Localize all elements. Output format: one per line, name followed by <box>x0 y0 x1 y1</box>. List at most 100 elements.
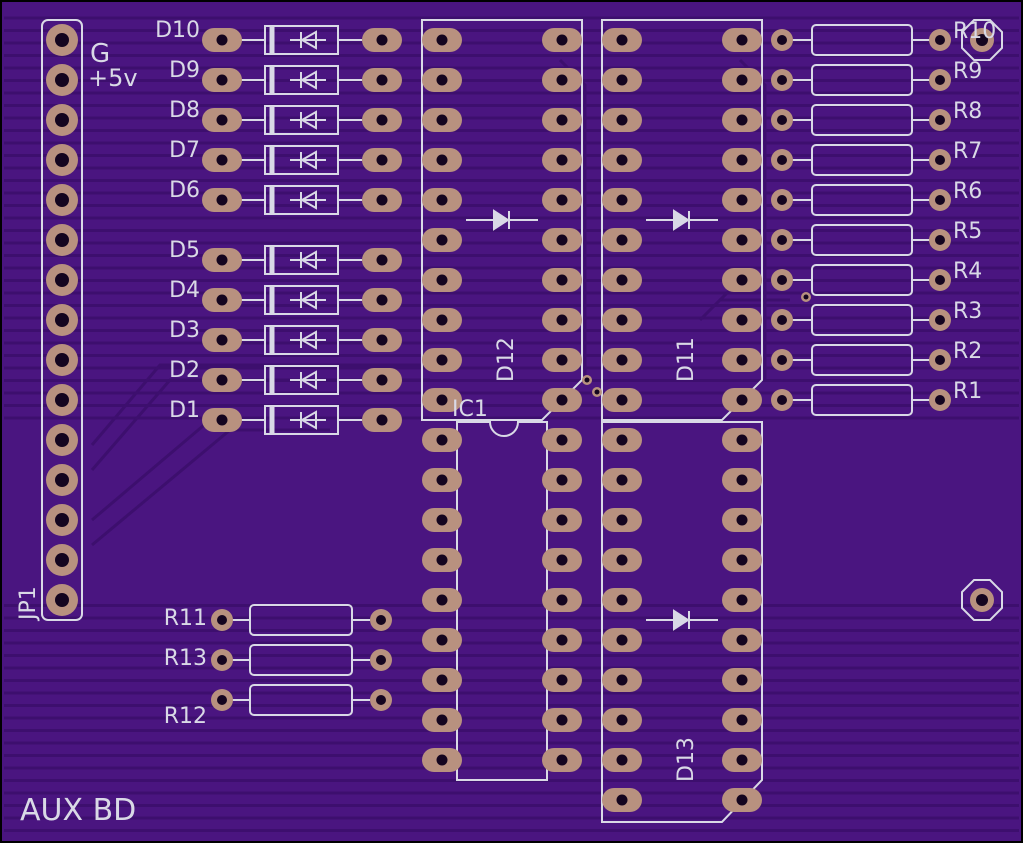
pad-hole <box>556 74 568 86</box>
diode-body <box>264 185 339 215</box>
pad-hole <box>736 634 748 646</box>
pad-hole <box>217 695 227 705</box>
pad-hole <box>376 294 388 306</box>
pad-hole <box>556 34 568 46</box>
pad-hole <box>556 434 568 446</box>
pad-hole <box>436 474 448 486</box>
pad-hole <box>556 394 568 406</box>
chip-d11-pad <box>602 268 642 292</box>
diode-pad-k <box>362 28 402 52</box>
pad-hole <box>436 514 448 526</box>
pad-hole <box>736 754 748 766</box>
pad-hole <box>935 155 945 165</box>
pad-hole <box>376 254 388 266</box>
chip-d12-pad <box>422 228 462 252</box>
chip-d12-pad <box>422 28 462 52</box>
pad-hole <box>616 674 628 686</box>
pad-hole <box>55 73 69 87</box>
chip-d12-pad <box>422 388 462 412</box>
pad-hole <box>556 594 568 606</box>
pad-hole <box>935 115 945 125</box>
pad-hole <box>935 315 945 325</box>
chip-d13-pad <box>602 468 642 492</box>
resistor-body <box>249 604 353 636</box>
diode-ref-label: D4 <box>169 278 200 303</box>
chip-d11-pad <box>602 228 642 252</box>
pad-hole <box>436 34 448 46</box>
chip-ic1-label: IC1 <box>452 397 488 422</box>
via-hole <box>594 389 600 395</box>
pad-hole <box>616 34 628 46</box>
resistor-pad <box>929 69 951 91</box>
pad-hole <box>216 294 228 306</box>
chip-ic1-pad <box>542 548 582 572</box>
chip-d12-pad <box>542 188 582 212</box>
pad-hole <box>55 33 69 47</box>
pad-hole <box>777 395 787 405</box>
resistor-pad <box>370 689 392 711</box>
chip-d13-pad <box>722 668 762 692</box>
diode-pad-a <box>202 108 242 132</box>
pad-layer <box>46 24 994 812</box>
pad-hole <box>556 514 568 526</box>
chip-d11-pad <box>722 148 762 172</box>
chip-d13-pad <box>602 708 642 732</box>
chip-ic1-pad <box>542 748 582 772</box>
pad-hole <box>616 114 628 126</box>
resistor-pad <box>929 189 951 211</box>
diode-pad-k <box>362 148 402 172</box>
chip-d13-pad <box>722 428 762 452</box>
pad-hole <box>616 154 628 166</box>
diode-pad-a <box>202 288 242 312</box>
header-jp1-outline <box>41 19 83 621</box>
pad-hole <box>55 593 69 607</box>
pad-hole <box>616 794 628 806</box>
pad-hole <box>556 634 568 646</box>
pad-hole <box>736 114 748 126</box>
resistor-pad <box>771 69 793 91</box>
chip-d13-label: D13 <box>674 737 699 782</box>
pad-hole <box>736 794 748 806</box>
header-pin <box>46 544 78 576</box>
chip-d12-pad <box>422 188 462 212</box>
resistor-ref-label: R10 <box>953 19 996 44</box>
pad-hole <box>556 274 568 286</box>
chip-d13-pad <box>722 508 762 532</box>
pad-hole <box>55 513 69 527</box>
pad-hole <box>436 194 448 206</box>
pad-hole <box>556 114 568 126</box>
chip-d13-pad <box>602 668 642 692</box>
header-pin <box>46 424 78 456</box>
pad-hole <box>736 354 748 366</box>
diode-pad-k <box>362 408 402 432</box>
diode-pad-k <box>362 368 402 392</box>
pad-hole <box>616 634 628 646</box>
pad-hole <box>376 334 388 346</box>
resistor-pad <box>771 389 793 411</box>
resistor-ref-label: R12 <box>164 704 207 729</box>
pad-hole <box>436 314 448 326</box>
pad-hole <box>216 254 228 266</box>
pad-hole <box>736 394 748 406</box>
chip-diode-symbol <box>673 609 690 631</box>
diode-pad-a <box>202 248 242 272</box>
pad-hole <box>216 194 228 206</box>
pad-hole <box>616 554 628 566</box>
board-title-label: AUX BD <box>20 793 136 828</box>
pad-hole <box>616 394 628 406</box>
diode-pad-k <box>362 68 402 92</box>
pad-hole <box>376 74 388 86</box>
chip-ic1-pad <box>422 708 462 732</box>
resistor-pad <box>929 349 951 371</box>
chip-d12-pad <box>422 348 462 372</box>
chip-d12-pad <box>542 68 582 92</box>
pad-hole <box>616 474 628 486</box>
chip-d11-pad <box>602 148 642 172</box>
chip-ic1-pad <box>542 668 582 692</box>
chip-d12-pad <box>422 268 462 292</box>
resistor-pad <box>929 269 951 291</box>
pad-hole <box>736 474 748 486</box>
diode-pad-a <box>202 328 242 352</box>
diode-pad-a <box>202 408 242 432</box>
diode-pad-a <box>202 68 242 92</box>
